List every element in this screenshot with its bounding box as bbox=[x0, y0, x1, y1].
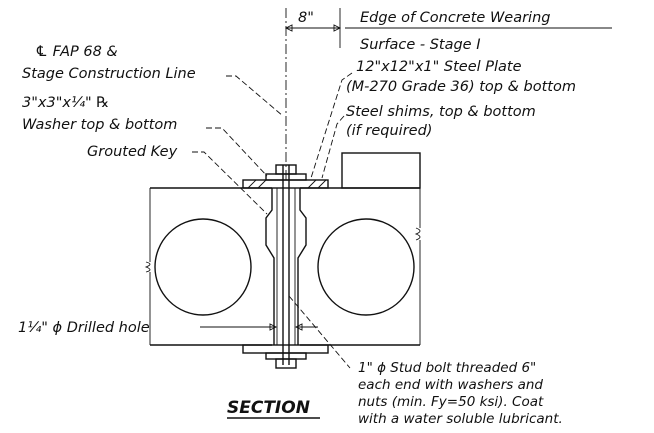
grouted-key-leader bbox=[192, 151, 268, 215]
washer-label-line2: Washer top & bottom bbox=[22, 117, 177, 133]
drilled-hole-label: 1¼" ϕ Drilled hole bbox=[18, 320, 150, 336]
stud-label-line3: nuts (min. Fy=50 ksi). Coat bbox=[358, 394, 544, 410]
stud-label-line2: each end with washers and bbox=[358, 377, 543, 393]
wearing-surface-block bbox=[341, 152, 421, 189]
right-void-circle bbox=[317, 218, 415, 316]
plate-label-line1: 12"x12"x1" Steel Plate bbox=[356, 59, 522, 75]
bottom-steel-plate bbox=[242, 344, 329, 354]
centerline-label-line1: ℄ FAP 68 & bbox=[35, 44, 118, 60]
right-beam bbox=[300, 187, 421, 346]
left-void-circle bbox=[154, 218, 252, 316]
drilled-hole bbox=[276, 188, 296, 345]
bottom-plate-assembly bbox=[242, 344, 329, 369]
dimension-8in: 8" bbox=[284, 8, 342, 48]
washer-label-line1: 3"x3"x¼" ℞ bbox=[22, 95, 109, 111]
edge-label-line2: Surface - Stage I bbox=[360, 37, 480, 53]
centerline-label-line2: Stage Construction Line bbox=[22, 66, 196, 82]
stud-bolt bbox=[282, 165, 290, 365]
left-beam bbox=[144, 187, 272, 346]
plate-leader bbox=[310, 72, 353, 179]
shims-label-line1: Steel shims, top & bottom bbox=[346, 104, 536, 120]
stud-bolt-leader bbox=[288, 295, 351, 369]
washer-leader bbox=[206, 127, 268, 177]
stud-label-line1: 1" ϕ Stud bolt threaded 6" bbox=[358, 360, 536, 376]
bottom-nut bbox=[275, 358, 297, 369]
centerline-leader bbox=[226, 75, 284, 117]
edge-label-line1: Edge of Concrete Wearing bbox=[360, 10, 550, 26]
bottom-washer bbox=[265, 352, 307, 360]
top-plate-assembly bbox=[242, 164, 329, 189]
shims-leader bbox=[321, 115, 345, 179]
grouted-key-label: Grouted Key bbox=[87, 144, 178, 160]
grouted-key bbox=[265, 188, 307, 345]
dimension-label: 8" bbox=[298, 10, 314, 26]
shims-label-line2: (if required) bbox=[346, 123, 432, 139]
stud-label-line4: with a water soluble lubricant. bbox=[358, 411, 563, 427]
plate-label-line2: (M-270 Grade 36) top & bottom bbox=[346, 79, 576, 95]
section-title: SECTION bbox=[227, 398, 310, 418]
